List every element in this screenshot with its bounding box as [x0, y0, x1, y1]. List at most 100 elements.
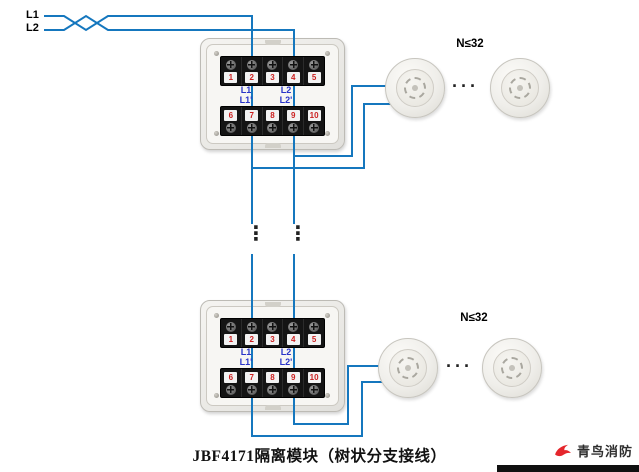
mounting-screw-icon	[325, 131, 330, 136]
terminal-5: 5	[303, 57, 324, 85]
detector-vents	[396, 356, 419, 379]
label-l1: L1	[240, 85, 252, 95]
io-labels-row: L1 L2	[200, 85, 345, 95]
label-line-l1: L1	[26, 9, 39, 21]
screw-icon	[288, 122, 299, 133]
screw-icon	[288, 384, 299, 395]
label-l2: L2	[280, 85, 292, 95]
screw-icon	[246, 321, 257, 332]
line-labels: L1 L2	[26, 9, 39, 35]
input-terminal-strip: 1 2 3 4 5	[220, 318, 325, 348]
detector-center	[412, 85, 418, 91]
terminal-number: 6	[224, 371, 238, 383]
io-labels-row: L1' L2'	[200, 357, 345, 367]
detector-vents	[500, 356, 523, 379]
terminal-10: 10	[303, 107, 324, 135]
screw-icon	[267, 122, 278, 133]
mounting-screw-icon	[325, 393, 330, 398]
terminal-4: 4	[282, 319, 303, 347]
terminal-number: 3	[265, 333, 279, 345]
screw-icon	[309, 321, 320, 332]
detector-center	[509, 365, 515, 371]
terminal-number: 6	[224, 109, 238, 121]
screw-icon	[309, 59, 320, 70]
terminal-number: 7	[245, 109, 259, 121]
screw-icon	[225, 384, 236, 395]
terminal-8: 8	[261, 107, 283, 135]
brand-logo: 青鸟消防	[553, 441, 633, 460]
output-terminal-strip: 6 7 8 9 10	[220, 106, 325, 136]
terminal-8: 8	[261, 369, 283, 397]
mounting-screw-icon	[214, 131, 219, 136]
terminal-number: 7	[245, 371, 259, 383]
terminal-1: 1	[221, 57, 241, 85]
cable-knockout	[264, 40, 281, 45]
screw-icon	[225, 59, 236, 70]
terminal-number: 2	[245, 333, 259, 345]
terminal-number: 1	[224, 333, 238, 345]
terminal-number: 8	[265, 109, 279, 121]
label-l1-prime: L1'	[239, 357, 253, 367]
detector-vents	[508, 76, 531, 99]
terminal-number: 10	[307, 109, 321, 121]
label-l2-prime: L2'	[279, 95, 293, 105]
detector-count-limit: N≤32	[456, 38, 484, 50]
terminal-5: 5	[303, 319, 324, 347]
isolation-module-1: 1 2 3 4 5 L1 L2 L1' L2' 6 7 8 9 10	[200, 38, 345, 150]
more-detectors-ellipsis: ···	[452, 76, 479, 96]
terminal-7: 7	[240, 369, 262, 397]
terminal-number: 4	[286, 71, 300, 83]
detector-center	[405, 365, 411, 371]
terminal-6: 6	[221, 107, 241, 135]
label-l2: L2	[280, 347, 292, 357]
detector-count-limit: N≤32	[460, 312, 488, 324]
detector-vents	[403, 76, 426, 99]
terminal-3: 3	[261, 319, 283, 347]
screw-icon	[309, 384, 320, 395]
smoke-detector	[490, 58, 550, 118]
cable-knockout	[264, 405, 281, 410]
cable-knockout	[264, 302, 281, 307]
smoke-detector	[378, 338, 438, 398]
screw-icon	[267, 59, 278, 70]
terminal-3: 3	[261, 57, 283, 85]
label-l2-prime: L2'	[279, 357, 293, 367]
terminal-2: 2	[240, 57, 262, 85]
terminal-10: 10	[303, 369, 324, 397]
screw-icon	[288, 321, 299, 332]
screw-icon	[225, 321, 236, 332]
terminal-number: 9	[286, 109, 300, 121]
terminal-9: 9	[282, 369, 303, 397]
terminal-4: 4	[282, 57, 303, 85]
output-terminal-strip: 6 7 8 9 10	[220, 368, 325, 398]
screw-icon	[246, 59, 257, 70]
input-terminal-strip: 1 2 3 4 5	[220, 56, 325, 86]
terminal-number: 8	[265, 371, 279, 383]
smoke-detector	[482, 338, 542, 398]
screw-icon	[225, 122, 236, 133]
terminal-9: 9	[282, 107, 303, 135]
mounting-screw-icon	[325, 51, 330, 56]
continuation-ellipsis: ⋮	[288, 223, 308, 245]
screw-icon	[309, 122, 320, 133]
screw-icon	[288, 59, 299, 70]
detector-center	[517, 85, 523, 91]
cable-knockout	[264, 143, 281, 148]
brand-name: 青鸟消防	[576, 444, 633, 459]
mounting-screw-icon	[325, 313, 330, 318]
screw-icon	[267, 321, 278, 332]
terminal-2: 2	[240, 319, 262, 347]
terminal-number: 2	[245, 71, 259, 83]
brand-bird-icon	[555, 444, 571, 457]
terminal-number: 5	[307, 333, 321, 345]
io-labels-row: L1' L2'	[200, 95, 345, 105]
mounting-screw-icon	[214, 51, 219, 56]
continuation-ellipsis: ⋮	[246, 223, 266, 245]
mounting-screw-icon	[214, 393, 219, 398]
diagram-caption: JBF4171隔离模块（树状分支接线）	[192, 448, 447, 465]
mounting-screw-icon	[214, 313, 219, 318]
terminal-number: 9	[286, 371, 300, 383]
terminal-1: 1	[221, 319, 241, 347]
more-detectors-ellipsis: ···	[446, 356, 473, 376]
smoke-detector	[385, 58, 445, 118]
